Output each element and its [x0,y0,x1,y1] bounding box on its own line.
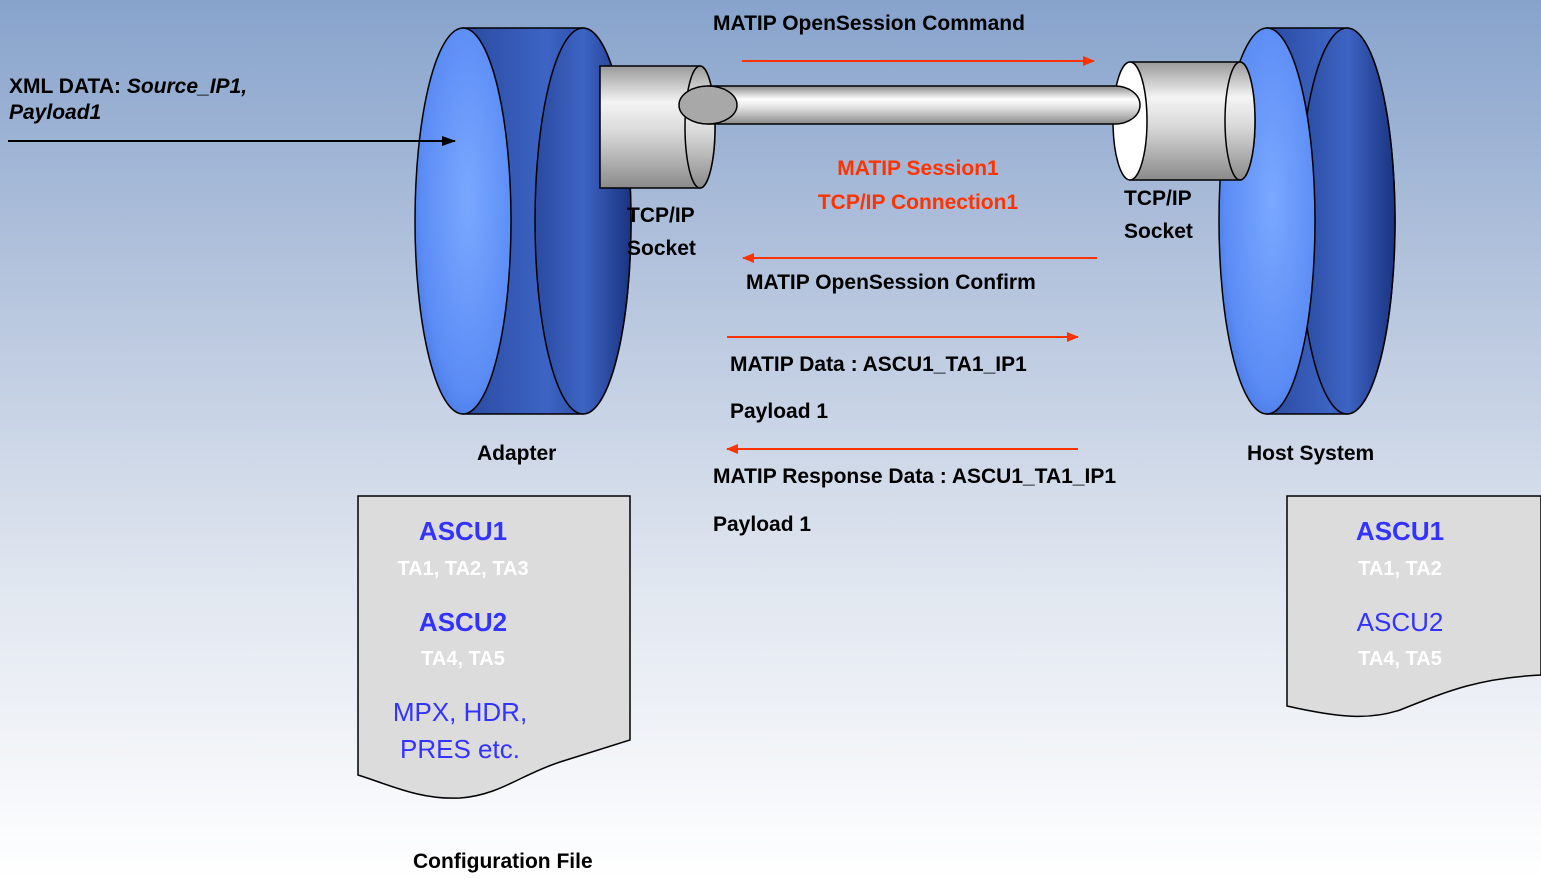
xml-data-label: XML DATA: Source_IP1, [9,74,247,99]
adapter-label: Adapter [477,442,557,465]
xml-data-value: Source_IP1, [126,75,248,98]
adapter-config-extra-line1: MPX, HDR, [392,697,528,727]
session-label-line1: MATIP Session1 [837,157,999,180]
matip-data-payload-label: Payload 1 [730,400,829,423]
session-label-line2: TCP/IP Connection1 [817,191,1019,214]
open-session-confirm-label: MATIP OpenSession Confirm [746,271,1036,294]
host-config-ascu2-tas: TA4, TA5 [1358,648,1442,670]
host-socket [1112,61,1256,181]
host-config-ascu1-tas: TA1, TA2 [1358,558,1442,580]
configuration-file-label: Configuration File [413,850,593,873]
host-socket-label-line2: Socket [1124,220,1193,243]
matip-response-label: MATIP Response Data : ASCU1_TA1_IP1 [713,465,1116,488]
adapter-config-ascu1-tas: TA1, TA2, TA3 [397,558,529,580]
adapter-config-ascu2-tas: TA4, TA5 [421,648,505,670]
adapter-socket-label-line2: Socket [627,237,696,260]
host-cylinder [1218,27,1396,415]
host-config-document [1286,495,1541,718]
xml-data-key: XML DATA: [9,75,121,98]
host-config-ascu1: ASCU1 [1355,516,1445,546]
xml-data-value-line2: Payload1 [9,101,102,124]
host-socket-label-line1: TCP/IP [1124,187,1192,210]
matip-response-payload-label: Payload 1 [713,513,812,536]
tcp-connection-pipe [678,85,1141,125]
adapter-socket [599,65,716,189]
host-system-label: Host System [1247,442,1375,465]
host-config-ascu2: ASCU2 [1356,607,1444,637]
open-session-command-label: MATIP OpenSession Command [713,12,1025,35]
adapter-config-extra-line2: PRES etc. [400,734,520,764]
adapter-config-ascu1: ASCU1 [418,516,508,546]
adapter-socket-label-line1: TCP/IP [627,204,695,227]
matip-data-label: MATIP Data : ASCU1_TA1_IP1 [730,353,1027,376]
adapter-config-document [357,495,631,799]
adapter-config-ascu2: ASCU2 [418,607,508,637]
adapter-cylinder [414,27,632,415]
